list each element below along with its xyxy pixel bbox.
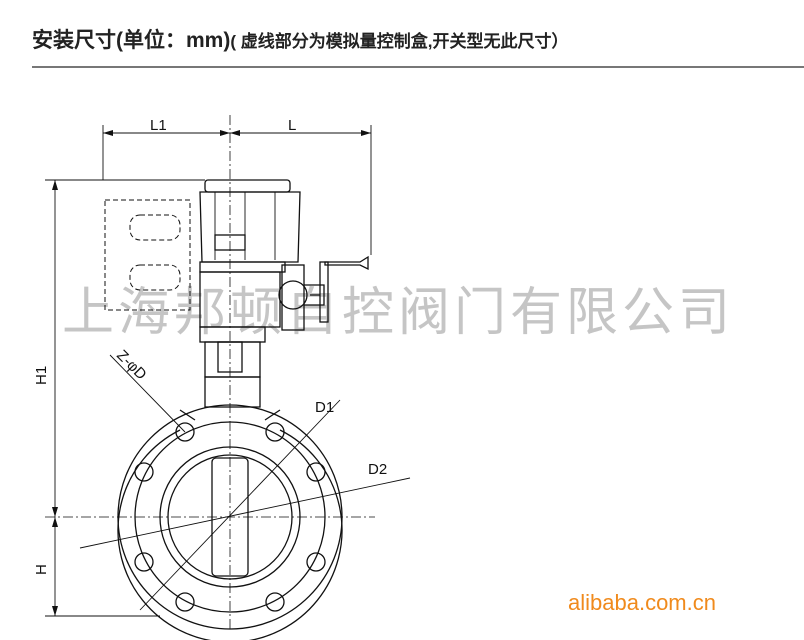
diameter-leaders: D1 D2 Z-φD (79, 347, 411, 611)
valve-flange (117, 404, 343, 640)
label-d1: D1 (315, 399, 334, 416)
page-title: 安装尺寸(单位：mm)( 虚线部分为模拟量控制盒,开关型无此尺寸） (32, 24, 568, 54)
label-h1: H1 (33, 366, 50, 385)
brand-logo: alibaba.com.cn (568, 590, 716, 615)
title-note: ( 虚线部分为模拟量控制盒,开关型无此尺寸） (230, 32, 569, 51)
actuator (199, 179, 369, 408)
top-dimensions: L1 L (102, 117, 372, 255)
label-l1: L1 (150, 117, 167, 134)
label-d2: D2 (368, 461, 387, 478)
label-l: L (288, 117, 296, 134)
control-box-dashed (104, 199, 191, 311)
bolt-holes (134, 422, 326, 612)
label-z-phi-d: Z-φD (113, 347, 150, 384)
label-h: H (33, 564, 50, 575)
title-main: 安装尺寸(单位：mm) (32, 29, 231, 52)
watermark: 上海邦顿自控阀门有限公司 (62, 283, 735, 343)
divider (32, 66, 804, 68)
side-dimensions: H1 H (33, 179, 205, 617)
